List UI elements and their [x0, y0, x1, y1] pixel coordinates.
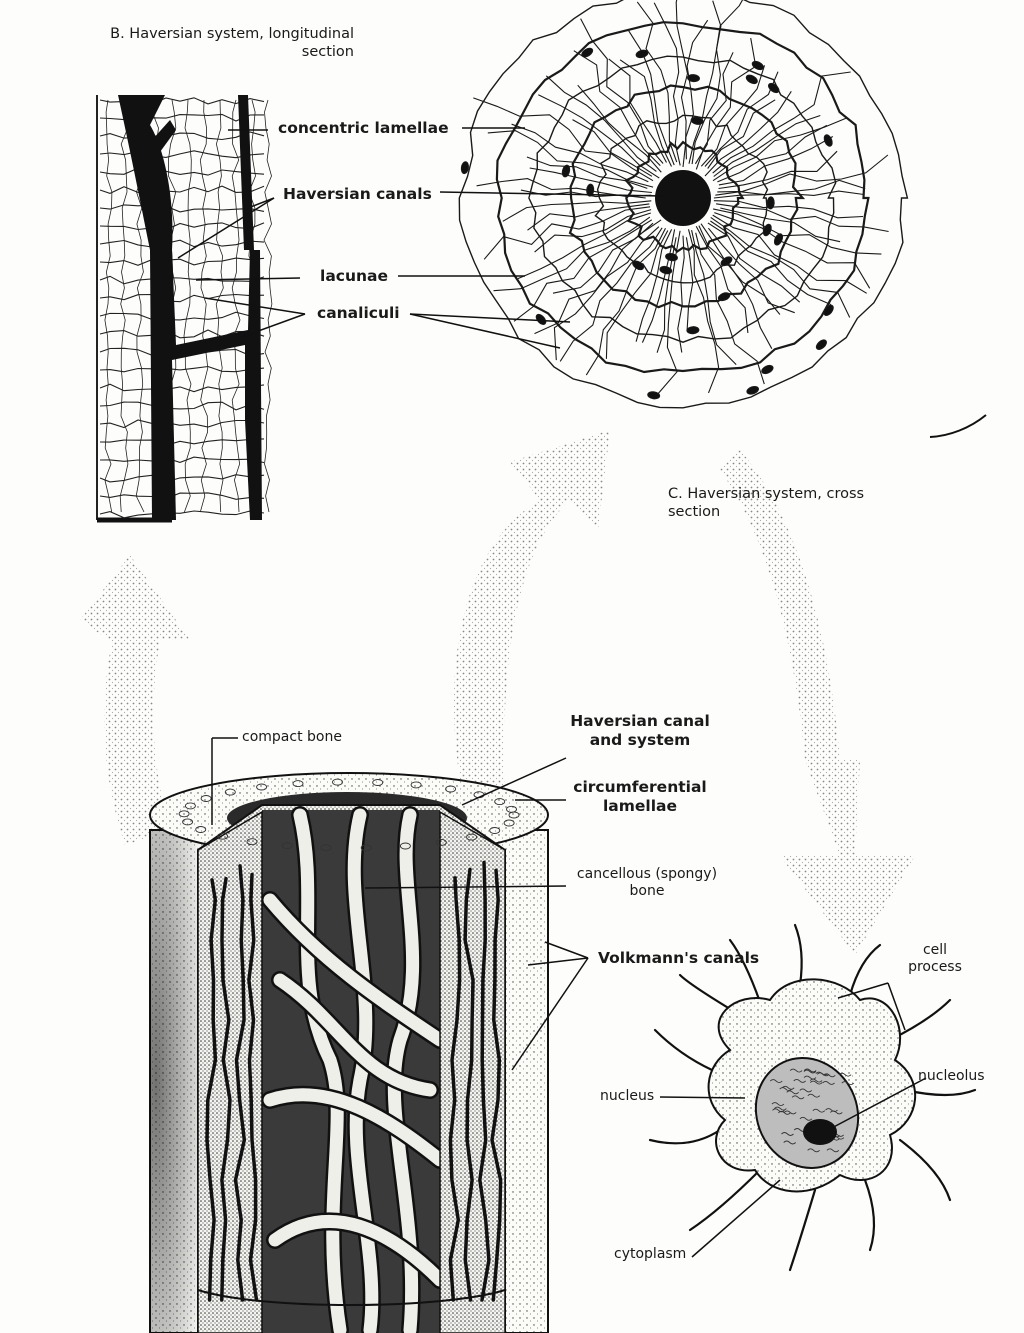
- bone-cylinder-drawing: [149, 772, 549, 1333]
- label-cytoplasm: cytoplasm: [614, 1246, 687, 1262]
- label-nucleus: nucleus: [600, 1088, 655, 1104]
- label-haversian-canals: Haversian canals: [283, 185, 432, 203]
- label-cancellous-bone: cancellous (spongy) bone: [576, 866, 718, 900]
- caption-longitudinal-section: B. Haversian system, longitudinal sectio…: [110, 26, 354, 60]
- osteocyte-drawing: [648, 923, 977, 1272]
- label-cell-process: cell process: [908, 942, 962, 976]
- cross-section-drawing: [458, 0, 987, 438]
- label-circumferential-lamellae: circumferential lamellae: [573, 778, 707, 815]
- arrow-to-cross: [453, 430, 610, 790]
- leader-lines: [177, 127, 927, 1258]
- label-canaliculi: canaliculi: [317, 304, 400, 322]
- central-canal: [655, 170, 711, 226]
- label-volkmanns-canals: Volkmann's canals: [598, 949, 760, 967]
- arrow-to-cell: [720, 450, 915, 955]
- caption-cross-section: C. Haversian system, cross section: [668, 486, 865, 520]
- label-lacunae: lacunae: [320, 267, 389, 285]
- label-nucleolus: nucleolus: [918, 1068, 985, 1084]
- arrow-to-longitudinal: [80, 555, 190, 845]
- label-compact-bone: compact bone: [242, 729, 342, 745]
- longitudinal-section-drawing: [96, 95, 273, 523]
- label-concentric-lamellae: concentric lamellae: [278, 119, 449, 137]
- label-haversian-canal-and-system: Haversian canal and system: [570, 712, 710, 749]
- cell-nucleolus: [803, 1119, 837, 1145]
